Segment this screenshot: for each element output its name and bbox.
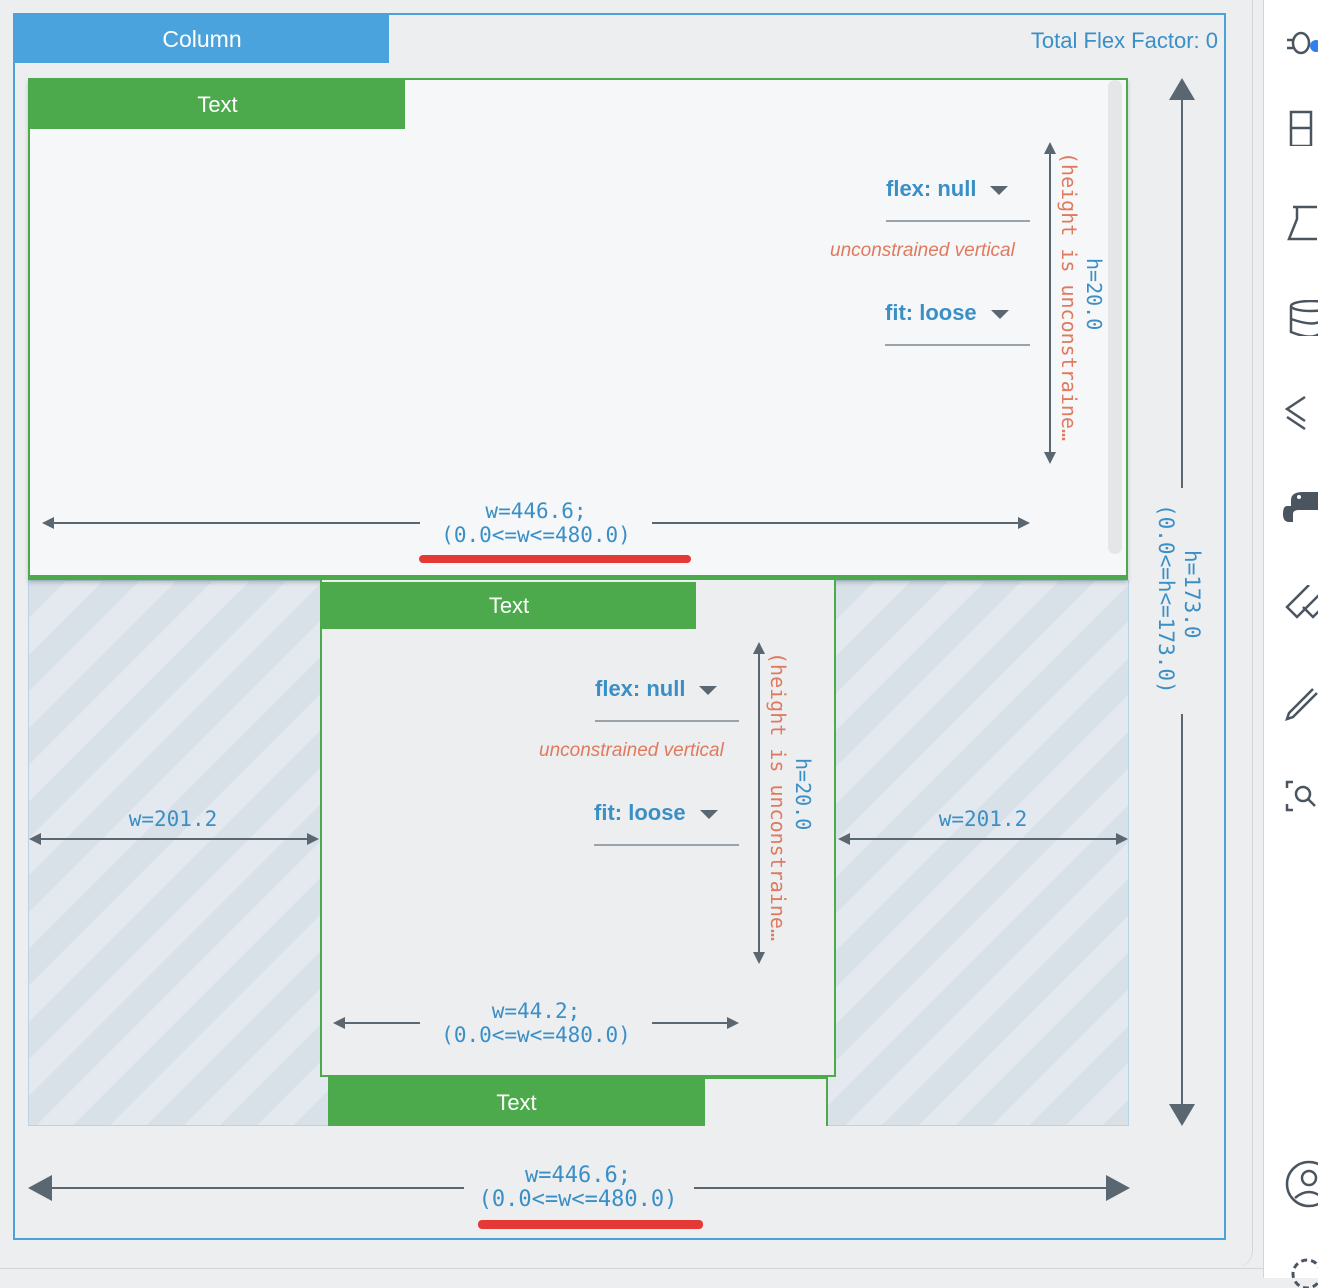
child-1-flex-value: flex: null — [886, 176, 977, 201]
column-height-arrow-bottom — [1181, 714, 1183, 1104]
arrow-up-icon — [1044, 142, 1056, 154]
column-overflow-underline — [478, 1220, 703, 1229]
bottom-edge — [0, 1268, 1263, 1279]
left-space-label: w=201.2 — [128, 807, 218, 831]
column-height-label: h=173.0 — [1180, 550, 1204, 639]
settings-icon[interactable] — [1283, 1252, 1318, 1288]
child-2-text-tab[interactable]: Text — [322, 582, 696, 629]
child-2-text-label: Text — [488, 592, 530, 618]
chevron-down-icon — [699, 685, 718, 695]
database-icon[interactable] — [1283, 300, 1318, 336]
arrow-right-icon — [727, 1017, 739, 1029]
chevron-down-icon — [699, 809, 718, 819]
child-2-flex-value: flex: null — [595, 676, 686, 701]
column-height-arrow-top — [1181, 98, 1183, 488]
arrow-left-icon — [29, 833, 41, 845]
child-2-flex-dropdown[interactable]: flex: null — [595, 676, 739, 722]
arrow-up-icon — [1169, 78, 1195, 100]
arrow-right-icon — [1116, 833, 1128, 845]
right-space-label: w=201.2 — [938, 807, 1028, 831]
arrow-left-icon — [333, 1017, 345, 1029]
child-2-height-note: (height is unconstraine… — [766, 652, 790, 941]
column-container — [13, 13, 1226, 1240]
arrow-left-icon — [28, 1175, 52, 1201]
python-icon[interactable] — [1283, 490, 1318, 526]
right-tool-rail — [1263, 0, 1318, 1278]
child-2-height-label: h=20.0 — [791, 758, 815, 831]
arrow-down-icon — [1044, 452, 1056, 464]
panel-edge — [1226, 0, 1253, 1268]
account-icon[interactable] — [1283, 1160, 1318, 1210]
child-2-width-label: w=44.2; — [491, 999, 581, 1023]
child-3-text-tab[interactable]: Text — [328, 1079, 705, 1126]
child-1-height-label: h=20.0 — [1082, 258, 1106, 331]
column-height-constraint: (0.0<=h<=173.0) — [1154, 504, 1178, 694]
right-space-arrow — [850, 838, 1116, 840]
chevron-down-icon — [990, 185, 1009, 195]
child-1-text-label: Text — [197, 91, 238, 117]
chevron-down-icon — [990, 309, 1009, 319]
child-2-fit-dropdown[interactable]: fit: loose — [594, 800, 739, 846]
child-2-width-arrow-left — [344, 1022, 420, 1024]
child-1-width-arrow-left — [54, 522, 420, 524]
child-1-width-constraint: (0.0<=w<=480.0) — [441, 523, 631, 547]
child-text-2[interactable] — [320, 580, 836, 1077]
widget-icon[interactable] — [1283, 110, 1318, 146]
child-text-1[interactable] — [28, 78, 1128, 580]
flask-icon[interactable] — [1283, 205, 1318, 241]
child-1-height-arrow — [1049, 152, 1051, 452]
child-1-width-label: w=446.6; — [485, 499, 587, 523]
arrow-down-icon — [1169, 1104, 1195, 1126]
child-1-fit-value: fit: loose — [885, 300, 977, 325]
child-1-fit-dropdown[interactable]: fit: loose — [885, 300, 1030, 346]
arrow-left-icon — [42, 517, 54, 529]
inspect-icon[interactable] — [1283, 778, 1318, 814]
child-2-width-constraint: (0.0<=w<=480.0) — [441, 1023, 631, 1047]
child-2-height-arrow — [758, 652, 760, 952]
arrow-right-icon — [1106, 1175, 1130, 1201]
column-width-constraint: (0.0<=w<=480.0) — [478, 1187, 678, 1212]
child-1-height-note: (height is unconstraine… — [1057, 152, 1081, 441]
child-1-unconstrained-label: unconstrained vertical — [830, 240, 1015, 261]
child-2-unconstrained-label: unconstrained vertical — [539, 740, 724, 761]
child-1-bottom-border — [28, 575, 1128, 580]
layers-icon[interactable] — [1283, 395, 1318, 431]
child-1-overflow-underline — [419, 555, 691, 563]
child-2-width-arrow-right — [652, 1022, 727, 1024]
child-3-text-label: Text — [496, 1089, 537, 1115]
child-1-flex-dropdown[interactable]: flex: null — [886, 176, 1030, 222]
child-1-text-tab[interactable]: Text — [30, 80, 405, 129]
child-1-scrollbar[interactable] — [1108, 80, 1122, 554]
arrow-right-icon — [307, 833, 319, 845]
left-space-arrow — [40, 838, 308, 840]
total-flex-factor: Total Flex Factor: 0 — [1030, 28, 1218, 53]
column-tab-label: Column — [162, 25, 242, 52]
arrow-right-icon — [1018, 517, 1030, 529]
column-width-arrow-left — [50, 1187, 464, 1189]
child-2-fit-value: fit: loose — [594, 800, 686, 825]
flutter-icon[interactable] — [1283, 585, 1318, 621]
arrow-up-icon — [753, 642, 765, 654]
arrow-down-icon — [753, 952, 765, 964]
column-width-label: w=446.6; — [525, 1163, 631, 1188]
column-width-arrow-right — [694, 1187, 1108, 1189]
column-tab[interactable]: Column — [15, 15, 389, 63]
child-1-width-arrow-right — [652, 522, 1018, 524]
pencil-icon[interactable] — [1283, 685, 1318, 721]
arrow-left-icon — [838, 833, 850, 845]
bug-icon[interactable] — [1283, 22, 1318, 58]
